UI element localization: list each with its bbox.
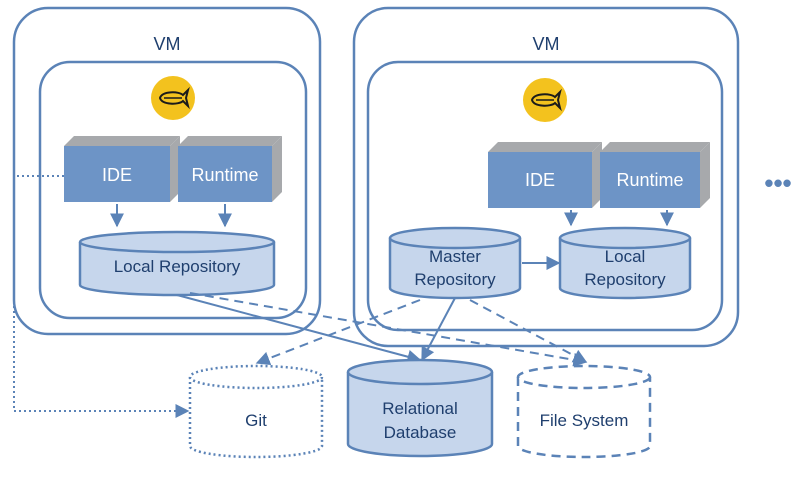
- git-storage: Git: [188, 364, 324, 459]
- ide-box-left: IDE: [64, 136, 180, 202]
- master-repository-label-2: Repository: [414, 270, 496, 289]
- master-repository: Master Repository: [388, 226, 522, 300]
- more-vms-ellipsis: •••: [764, 168, 791, 198]
- git-label: Git: [245, 411, 267, 430]
- local-repository-right: Local Repository: [558, 226, 692, 300]
- relational-database-label-2: Database: [384, 423, 457, 442]
- local-repository-left: Local Repository: [78, 230, 276, 297]
- local-repository-label-right-2: Repository: [584, 270, 666, 289]
- connector-master-to-filesystem: [469, 299, 588, 363]
- local-repository-label-right-1: Local: [605, 247, 646, 266]
- blimp-logo-icon: [523, 78, 567, 122]
- relational-database: Relational Database: [346, 358, 494, 458]
- vm-right-title: VM: [533, 34, 560, 54]
- ide-label-left: IDE: [102, 165, 132, 185]
- runtime-label-right: Runtime: [616, 170, 683, 190]
- file-system-label: File System: [540, 411, 629, 430]
- file-system-storage: File System: [516, 364, 652, 459]
- runtime-box-right: Runtime: [600, 142, 710, 208]
- local-repository-label-left: Local Repository: [114, 257, 241, 276]
- vm-right: VM IDE Runtime Master Repository: [352, 6, 740, 348]
- connector-local-left-to-relational: [176, 294, 422, 364]
- connector-master-to-relational: [421, 297, 456, 362]
- runtime-label-left: Runtime: [191, 165, 258, 185]
- relational-database-label-1: Relational: [382, 399, 458, 418]
- runtime-box-left: Runtime: [178, 136, 282, 202]
- connector-local-left-to-filesystem: [189, 292, 588, 367]
- ide-label-right: IDE: [525, 170, 555, 190]
- ide-box-right: IDE: [488, 142, 602, 208]
- vm-left: VM IDE Runtime Local Repos: [12, 6, 322, 336]
- master-repository-label-1: Master: [429, 247, 481, 266]
- connector-ide-to-git: [13, 175, 190, 418]
- blimp-logo-icon: [151, 76, 195, 120]
- vm-left-title: VM: [154, 34, 181, 54]
